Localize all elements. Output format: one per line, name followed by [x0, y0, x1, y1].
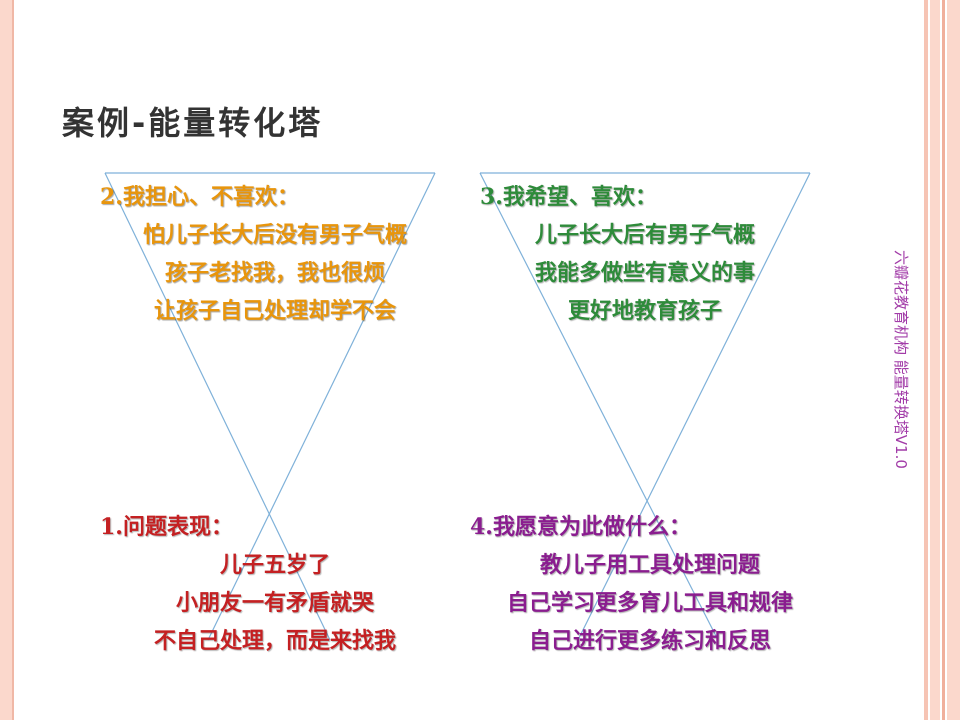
quadrant-line: 儿子五岁了 [219, 552, 330, 578]
quadrant-heading: 2.我担心、不喜欢： [100, 184, 299, 210]
left-funnel-line-b [207, 172, 436, 641]
right-funnel-line-b [577, 172, 811, 641]
quadrant-line: 更好地教育孩子 [567, 298, 722, 324]
right-funnel-line-a [479, 172, 719, 641]
quadrant-action: 4.我愿意为此做什么： 教儿子用工具处理问题 自己学习更多育儿工具和规律 自己进… [470, 508, 830, 660]
quadrant-problem: 1.问题表现： 儿子五岁了 小朋友一有矛盾就哭 不自己处理，而是来找我 [100, 508, 450, 660]
quadrant-hope: 3.我希望、喜欢： 儿子长大后有男子气概 我能多做些有意义的事 更好地教育孩子 [480, 178, 810, 330]
quadrant-line: 让孩子自己处理却学不会 [153, 298, 396, 324]
side-footer-text: 六瓣花教育机构 能量转换塔V1.0 [892, 250, 910, 469]
quadrant-line: 我能多做些有意义的事 [534, 260, 755, 286]
quadrant-line: 儿子长大后有男子气概 [534, 222, 755, 248]
quadrant-worry: 2.我担心、不喜欢： 怕儿子长大后没有男子气概 孩子老找我，我也很烦 让孩子自己… [100, 178, 450, 330]
side-footer: 六瓣花教育机构 能量转换塔V1.0 [888, 250, 918, 510]
quadrant-heading: 3.我希望、喜欢： [480, 184, 657, 210]
quadrant-line: 教儿子用工具处理问题 [539, 552, 760, 578]
quadrant-heading: 1.问题表现： [100, 514, 233, 540]
quadrant-heading: 4.我愿意为此做什么： [470, 514, 691, 540]
quadrant-line: 自己进行更多练习和反思 [528, 628, 771, 654]
quadrant-line: 孩子老找我，我也很烦 [164, 260, 385, 286]
right-border-decoration [924, 0, 960, 720]
quadrant-line: 不自己处理，而是来找我 [153, 628, 396, 654]
left-funnel-line-a [104, 172, 331, 641]
quadrant-line: 小朋友一有矛盾就哭 [175, 590, 374, 616]
slide-title: 案例-能量转化塔 [62, 104, 324, 142]
quadrant-line: 怕儿子长大后没有男子气概 [142, 222, 407, 248]
quadrant-line: 自己学习更多育儿工具和规律 [506, 590, 793, 616]
left-border-decoration [0, 0, 14, 720]
